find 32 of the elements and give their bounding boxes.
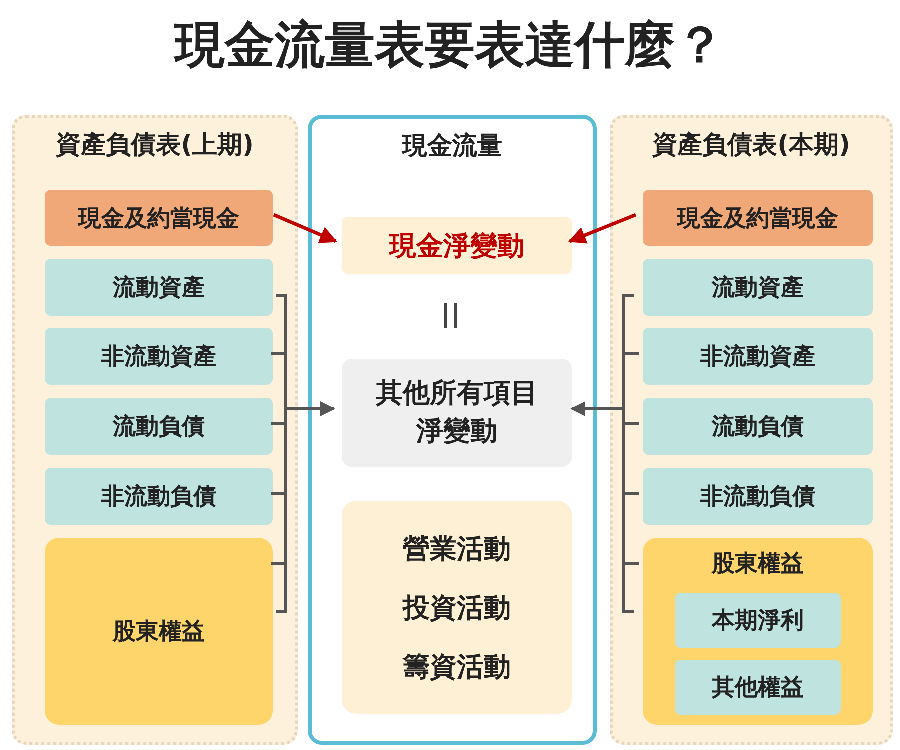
item-box: 其他權益 — [675, 660, 841, 715]
bracket-arrow — [570, 294, 640, 614]
cash-box: 現金及約當現金 — [643, 190, 873, 246]
item-box: 流動負債 — [45, 398, 273, 455]
equity-box: 股東權益 — [45, 538, 273, 725]
activity-label: 籌資活動 — [403, 650, 511, 684]
table-panel — [12, 115, 298, 745]
activity-label: 投資活動 — [403, 592, 511, 626]
item-box: 流動負債 — [643, 398, 873, 455]
other-items-box: 其他所有項目淨變動 — [342, 359, 572, 467]
item-box: 非流動資產 — [45, 328, 273, 385]
table-panel — [610, 115, 893, 745]
item-box: 非流動負債 — [45, 468, 273, 525]
equity-box — [643, 538, 873, 725]
activities-box — [342, 501, 572, 714]
panel-heading: 股東權益 — [712, 550, 804, 579]
arrow — [568, 213, 637, 244]
net-change-box: 現金淨變動 — [342, 217, 572, 274]
cash-flow-panel — [308, 115, 597, 745]
item-box: 非流動資產 — [643, 328, 873, 385]
panel-heading: 資產負債表(本期) — [652, 129, 850, 161]
cash-box: 現金及約當現金 — [45, 190, 273, 246]
item-box: 非流動負債 — [643, 468, 873, 525]
panel-heading: 資產負債表(上期) — [56, 129, 254, 161]
item-box: 流動資產 — [45, 259, 273, 316]
activity-label: 營業活動 — [403, 532, 511, 566]
arrow — [273, 213, 338, 244]
panel-heading: 現金流量 — [402, 130, 502, 162]
bracket-arrow — [270, 294, 336, 614]
title: 現金流量表要表達什麼？ — [172, 15, 726, 76]
item-box: 本期淨利 — [675, 593, 841, 648]
item-box: 流動資產 — [643, 259, 873, 316]
